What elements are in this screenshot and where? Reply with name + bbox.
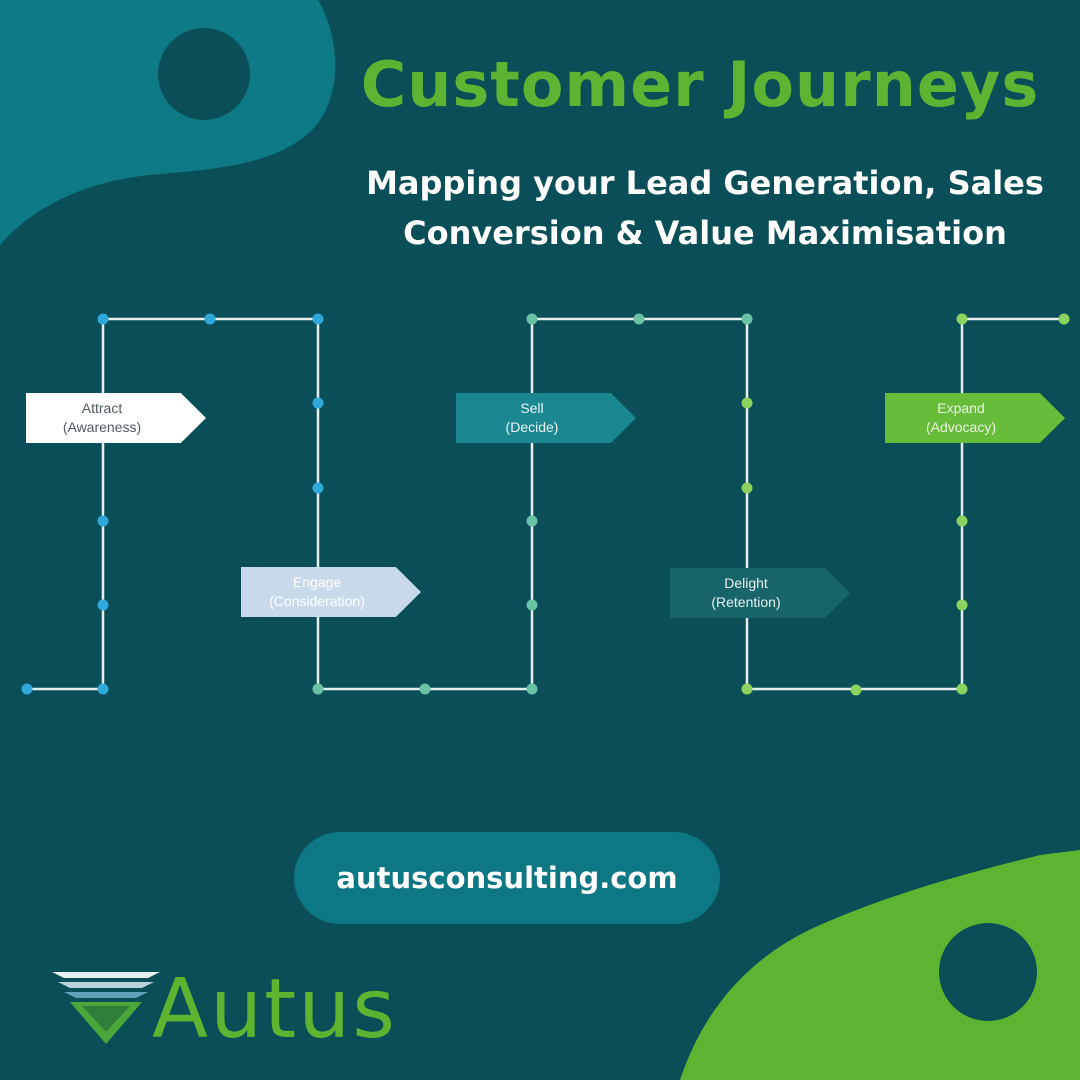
path-node-dot [204,313,216,325]
page-subtitle: Mapping your Lead Generation, Sales Conv… [360,158,1050,258]
path-node-dot [633,313,645,325]
autus-logo-text: Autus [152,962,397,1057]
stage-sell-sub: (Decide) [505,419,559,435]
stage-sell-name: Sell [520,400,544,416]
stage-attract-sub: (Awareness) [62,419,142,435]
path-node-dot [312,482,324,494]
path-node-dot [1058,313,1070,325]
teal-decorative-blob [0,0,336,245]
journey-path-line [27,317,1064,691]
path-node-dot [526,599,538,611]
stage-engage-sub: (Consideration) [269,593,365,609]
stage-delight-label: Delight (Retention) [670,568,850,618]
stage-expand-sub: (Advocacy) [925,419,997,435]
stage-engage-label: Engage (Consideration) [241,567,421,617]
path-node-dot [97,599,109,611]
path-node-dot [956,313,968,325]
stage-attract-label: Attract (Awareness) [26,393,206,443]
path-node-dot [741,313,753,325]
stage-delight-name: Delight [724,575,768,591]
path-node-dot [312,397,324,409]
subtitle-line-2: Conversion & Value Maximisation [403,214,1007,252]
path-node-dot [956,515,968,527]
stage-attract-name: Attract [81,400,123,416]
path-node-dot [97,313,109,325]
path-node-dot [956,683,968,695]
path-node-dot [312,683,324,695]
subtitle-line-1: Mapping your Lead Generation, Sales [366,164,1044,202]
path-node-dot [21,683,33,695]
path-node-dot [526,683,538,695]
green-blob-hole [939,923,1037,1021]
path-node-dot [956,599,968,611]
green-decorative-blob [680,850,1080,1080]
page-title: Customer Journeys [360,48,1040,121]
stage-sell-label: Sell (Decide) [456,393,636,443]
path-node-dot [419,683,431,695]
path-node-dot [741,482,753,494]
path-node-dot [312,313,324,325]
path-node-dot [526,313,538,325]
stage-expand-name: Expand [937,400,985,416]
stage-engage-name: Engage [292,574,342,590]
website-link-button[interactable]: autusconsulting.com [294,832,720,924]
path-node-dot [97,683,109,695]
path-node-dot [741,397,753,409]
path-node-dot [97,515,109,527]
path-node-dot [526,515,538,527]
path-node-dot [741,683,753,695]
teal-blob-hole [158,28,250,120]
stage-delight-sub: (Retention) [711,594,781,610]
stage-expand-label: Expand (Advocacy) [885,393,1065,443]
autus-logo-icon [52,972,160,1044]
path-node-dot [850,684,862,696]
